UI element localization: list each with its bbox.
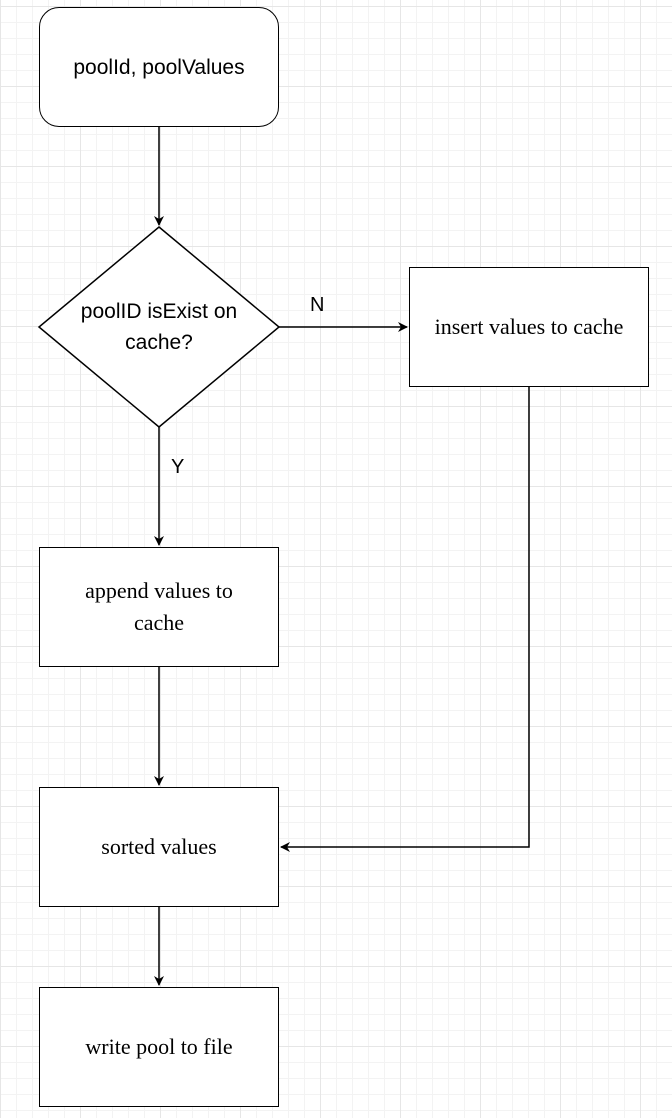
- write-node[interactable]: write pool to file: [39, 987, 279, 1107]
- edge-label-yes: Y: [171, 456, 185, 478]
- insert-node[interactable]: insert values to cache: [409, 267, 649, 387]
- edge-insert-to-sorted: [280, 387, 530, 852]
- sorted-node-label: sorted values: [101, 834, 217, 859]
- start-node[interactable]: poolId, poolValues: [39, 7, 279, 127]
- insert-node-label: insert values to cache: [434, 314, 624, 339]
- append-node[interactable]: append values to cache: [39, 547, 279, 667]
- decision-node-label-wrap: poolID isExist on cache?: [59, 287, 259, 367]
- edge-label-no: N: [310, 294, 325, 316]
- write-node-label: write pool to file: [85, 1034, 233, 1059]
- append-node-label: append values to cache: [85, 578, 233, 635]
- start-node-label: poolId, poolValues: [73, 55, 245, 79]
- sorted-node[interactable]: sorted values: [39, 787, 279, 907]
- decision-node-label: poolID isExist on cache?: [80, 300, 238, 354]
